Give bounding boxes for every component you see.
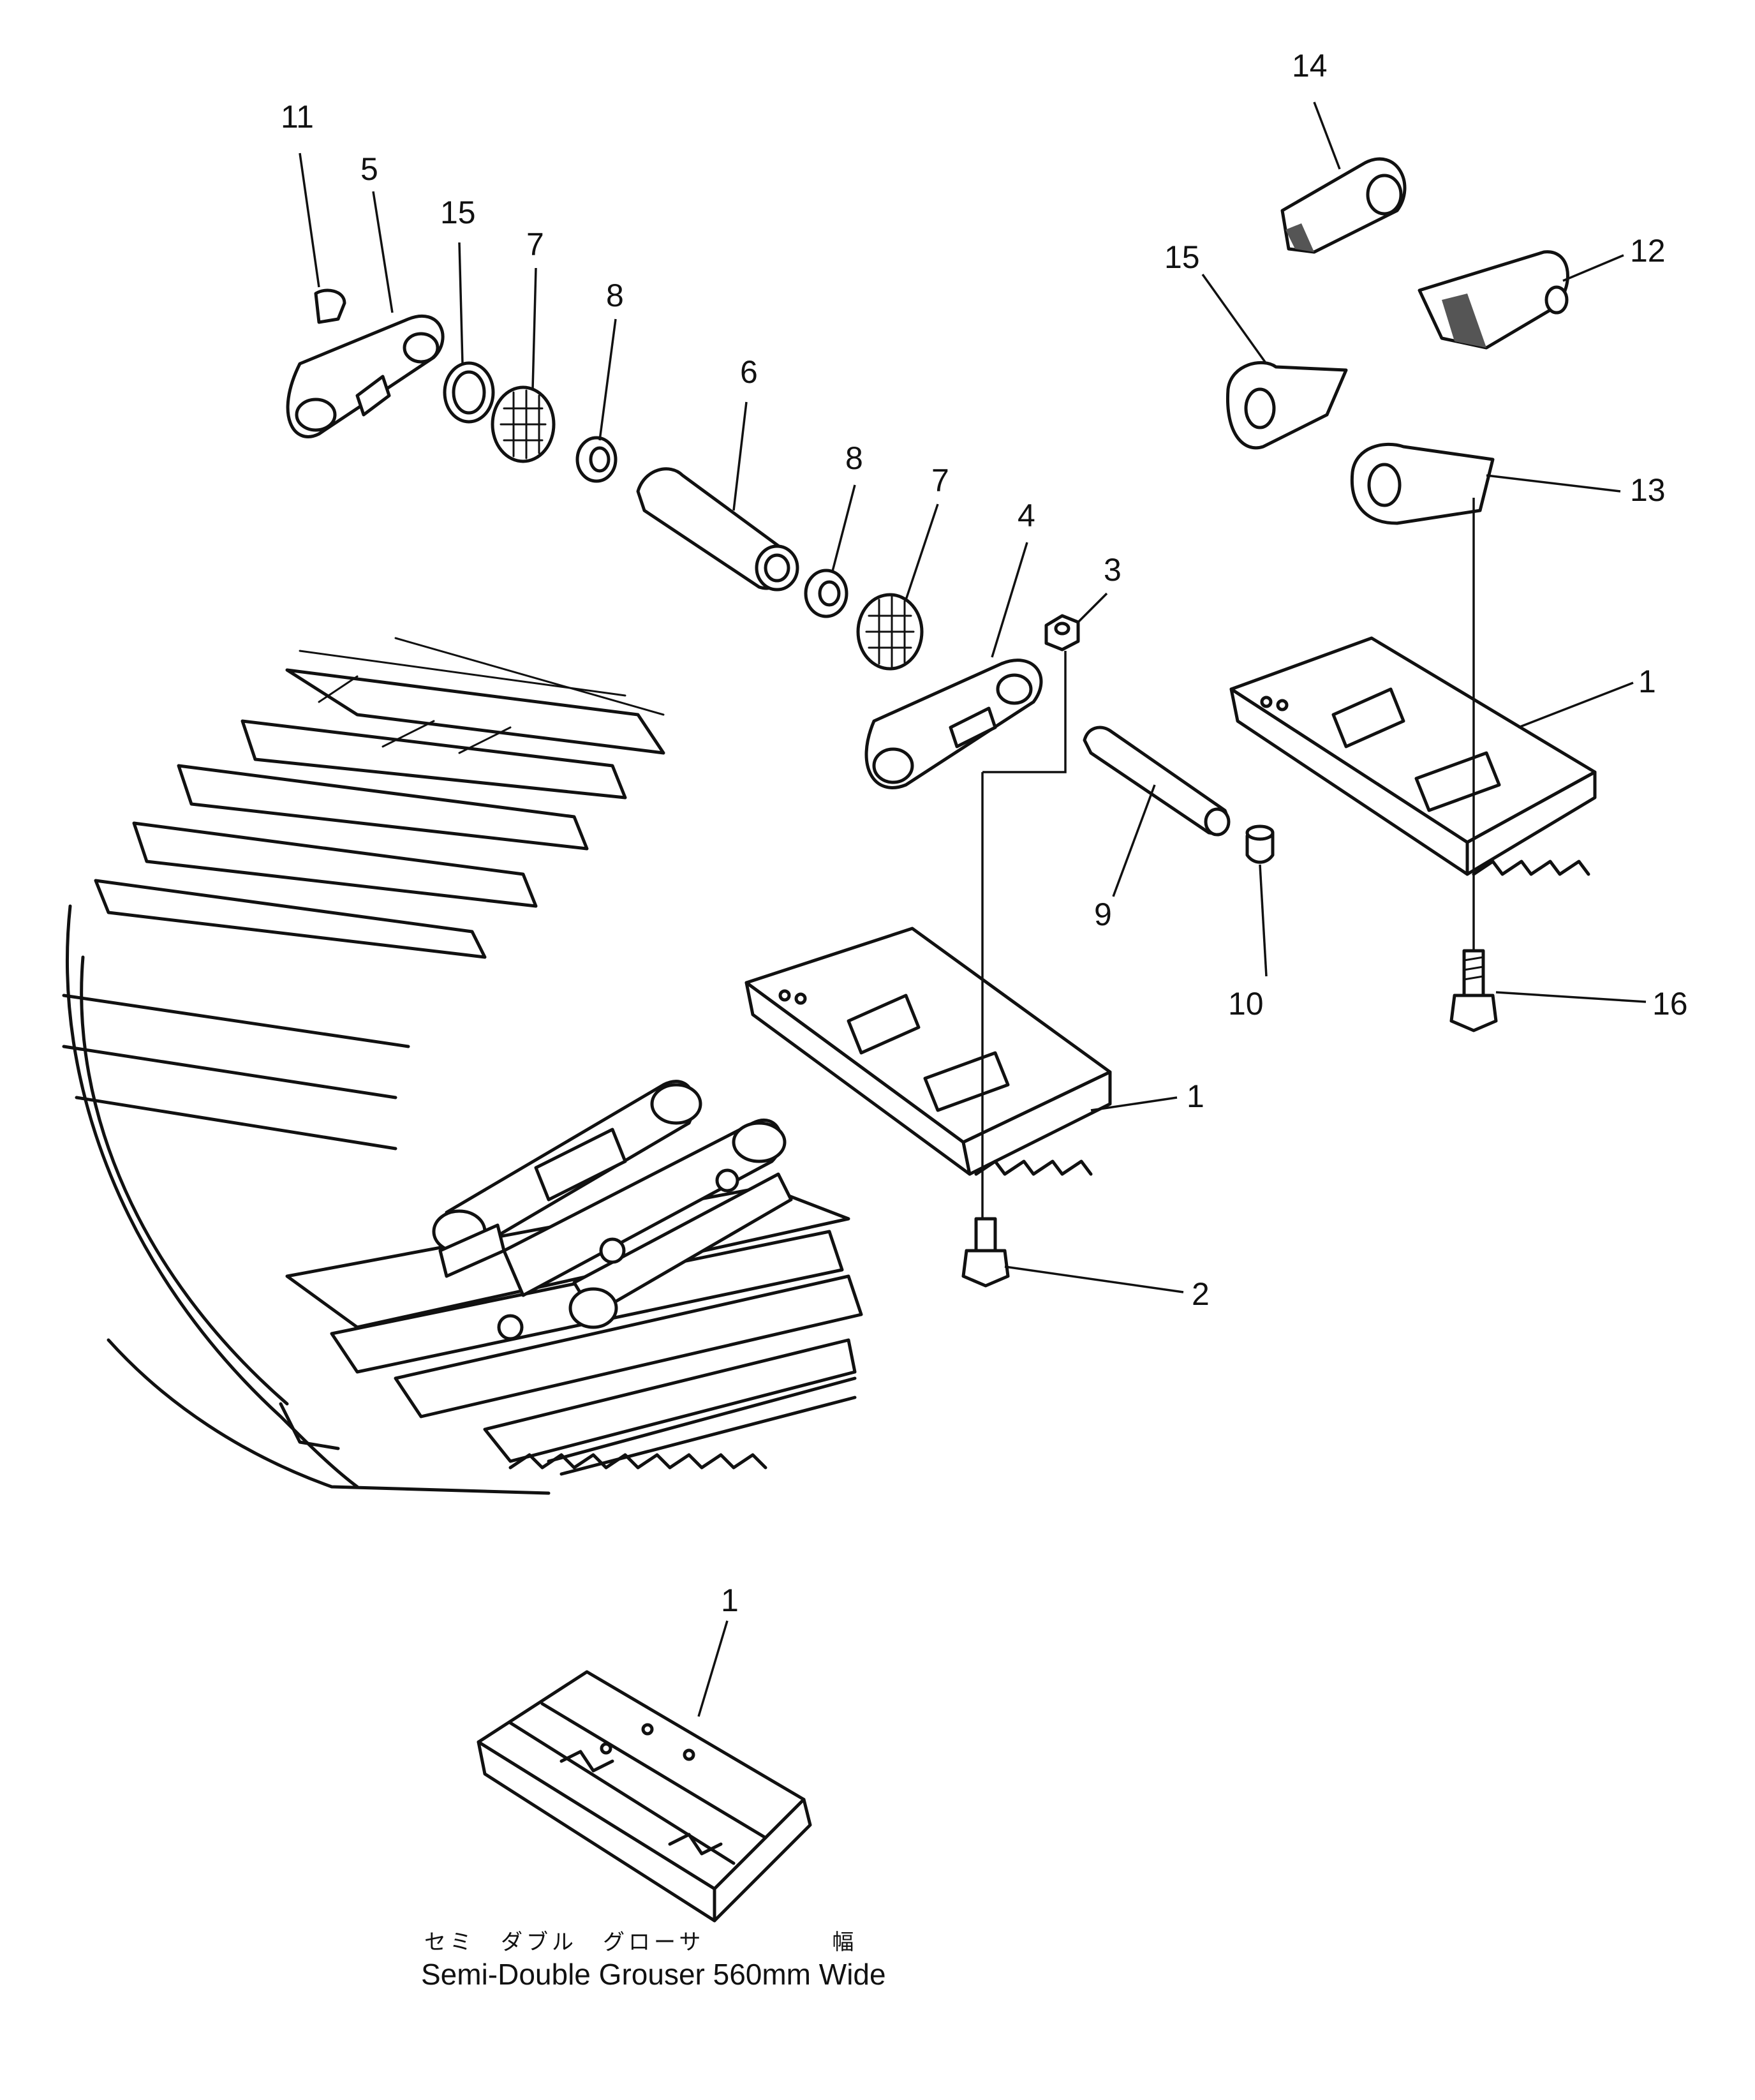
caption-english: Semi-Double Grouser 560mm Wide	[421, 1958, 886, 1991]
caption-japanese: セミ ダブル グローサ 幅	[424, 1930, 857, 1955]
link-part-12	[1418, 250, 1569, 350]
spacer-part-8-right	[804, 569, 848, 618]
shoe-part-1-right	[1229, 636, 1597, 876]
callout-15-right: 15	[1164, 239, 1200, 275]
callout-numbers: 11 5 15 7 8 6 8 7 4 3 14 15 12 13 1 9 10…	[281, 48, 1688, 1618]
callout-16: 16	[1652, 986, 1688, 1022]
link-part-13	[1350, 442, 1495, 525]
assembly-lines	[981, 498, 1475, 1219]
nut-part-3	[1044, 614, 1080, 652]
callout-8-right: 8	[845, 440, 863, 476]
callout-1-right: 1	[1638, 664, 1656, 699]
callout-2: 2	[1192, 1276, 1210, 1312]
shoe-part-1-semi-double-grouser	[477, 1670, 812, 1923]
callout-leaders	[299, 101, 1647, 1717]
caption: セミ ダブル グローサ 幅 Semi-Double Grouser 560mm …	[421, 1930, 886, 1991]
shoe-part-1-center	[744, 927, 1112, 1176]
callout-10: 10	[1228, 986, 1264, 1022]
link-part-4	[864, 659, 1043, 789]
callout-7-left: 7	[526, 227, 544, 262]
seal-ring-part-15	[443, 361, 495, 424]
link-part-15-right	[1226, 361, 1348, 450]
plug-part-10	[1245, 824, 1275, 864]
seal-part-7-right	[856, 593, 924, 671]
bolt-part-2	[961, 1217, 1010, 1288]
callout-3: 3	[1104, 552, 1122, 588]
callout-14: 14	[1292, 48, 1328, 84]
callout-1-center: 1	[1187, 1078, 1204, 1114]
bolt-part-16	[1449, 949, 1498, 1032]
callout-5: 5	[360, 151, 378, 187]
master-link-part-5	[286, 288, 445, 438]
callout-15-left: 15	[440, 195, 476, 230]
callout-11: 11	[281, 99, 314, 135]
track-assembly-drawing	[62, 637, 863, 1495]
callout-9: 9	[1094, 897, 1112, 932]
bushing-part-6	[636, 467, 799, 592]
pin-part-9	[1083, 726, 1231, 837]
callout-4: 4	[1018, 498, 1035, 533]
callout-6: 6	[740, 354, 758, 390]
callout-8-left: 8	[606, 278, 624, 313]
callout-12: 12	[1630, 233, 1666, 269]
seal-part-7-left	[491, 385, 556, 463]
callout-1-bottom: 1	[721, 1582, 739, 1618]
link-part-14	[1280, 157, 1407, 254]
callout-7-right: 7	[931, 463, 949, 498]
spacer-part-8-left	[575, 436, 618, 483]
callout-13: 13	[1630, 472, 1666, 508]
